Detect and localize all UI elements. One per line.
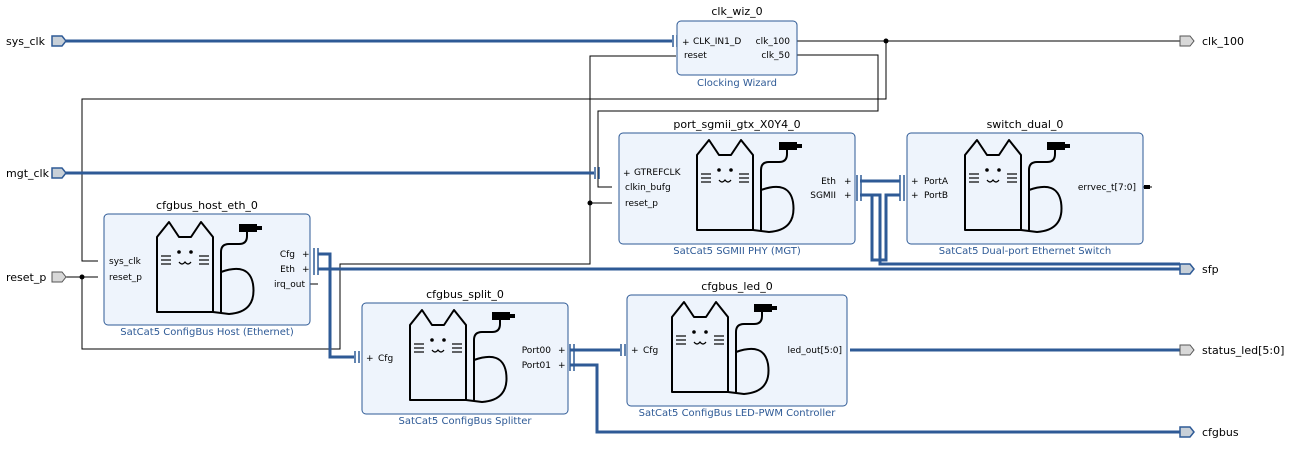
port-clk-100[interactable]: clk_100 — [1179, 35, 1244, 48]
svg-text:SatCat5 Dual-port Ethernet Swi: SatCat5 Dual-port Ethernet Switch — [939, 246, 1112, 257]
svg-text:+: + — [366, 354, 374, 364]
bus-portb — [870, 193, 900, 262]
wire-clk50-to-clkin-bufg — [597, 54, 879, 188]
block-cfgbus-host[interactable]: cfgbus_host_eth_0 sys_clk reset_p Cfg + … — [103, 199, 311, 338]
svg-text:Eth: Eth — [280, 265, 295, 275]
svg-text:clk_wiz_0: clk_wiz_0 — [711, 5, 762, 18]
block-sgmii-phy[interactable]: port_sgmii_gtx_X0Y4_0 + GTREFCLK clkin_b… — [618, 118, 856, 257]
svg-text:sys_clk: sys_clk — [6, 35, 46, 48]
svg-text:SatCat5 SGMII PHY (MGT): SatCat5 SGMII PHY (MGT) — [673, 246, 801, 257]
wire-reset — [66, 55, 676, 350]
svg-text:SGMII: SGMII — [810, 191, 836, 201]
svg-text:PortA: PortA — [924, 177, 949, 187]
port-status-led[interactable]: status_led[5:0] — [1179, 344, 1284, 357]
svg-text:+: + — [682, 38, 690, 48]
bus-host-cfg — [318, 252, 354, 359]
svg-text:CLK_IN1_D: CLK_IN1_D — [693, 37, 741, 47]
svg-text:irq_out: irq_out — [274, 280, 305, 290]
svg-text:SatCat5 ConfigBus Splitter: SatCat5 ConfigBus Splitter — [399, 416, 533, 427]
svg-text:mgt_clk: mgt_clk — [6, 167, 50, 180]
svg-text:+: + — [558, 361, 566, 371]
svg-text:Cfg: Cfg — [378, 354, 393, 364]
block-cfgbus-split[interactable]: cfgbus_split_0 + Cfg Port00 + Port01 + S… — [361, 288, 569, 427]
svg-text:sys_clk: sys_clk — [109, 257, 142, 267]
port-mgt-clk[interactable]: mgt_clk — [6, 167, 67, 180]
svg-text:clk_50: clk_50 — [761, 51, 790, 61]
bus-sgmii-to-sfp — [860, 193, 1180, 266]
svg-text:reset: reset — [684, 51, 707, 61]
svg-text:cfgbus_host_eth_0: cfgbus_host_eth_0 — [156, 199, 258, 212]
svg-text:+: + — [631, 346, 639, 356]
svg-text:Clocking Wizard: Clocking Wizard — [697, 78, 777, 89]
svg-text:SatCat5 ConfigBus LED-PWM Cont: SatCat5 ConfigBus LED-PWM Controller — [639, 408, 837, 419]
svg-text:cfgbus: cfgbus — [1202, 426, 1239, 439]
svg-text:clkin_bufg: clkin_bufg — [625, 183, 671, 193]
svg-text:+: + — [558, 346, 566, 356]
svg-text:cfgbus_split_0: cfgbus_split_0 — [426, 288, 504, 301]
svg-text:Port01: Port01 — [522, 361, 551, 371]
svg-text:Cfg: Cfg — [643, 346, 658, 356]
port-sys-clk[interactable]: sys_clk — [6, 35, 67, 48]
svg-text:+: + — [623, 169, 631, 179]
svg-text:status_led[5:0]: status_led[5:0] — [1202, 344, 1284, 357]
svg-text:Eth: Eth — [821, 177, 836, 187]
block-clk-wiz[interactable]: clk_wiz_0 + CLK_IN1_D reset clk_100 clk_… — [676, 5, 798, 89]
svg-text:+: + — [911, 177, 919, 187]
svg-text:SatCat5 ConfigBus Host (Ethern: SatCat5 ConfigBus Host (Ethernet) — [120, 327, 294, 338]
svg-text:cfgbus_led_0: cfgbus_led_0 — [701, 280, 772, 293]
svg-text:Cfg: Cfg — [280, 250, 295, 260]
port-cfgbus[interactable]: cfgbus — [1179, 426, 1239, 439]
port-sfp[interactable]: sfp — [1179, 263, 1219, 276]
block-cfgbus-led[interactable]: cfgbus_led_0 + Cfg led_out[5:0] SatCat5 … — [626, 280, 848, 419]
port-reset-p[interactable]: reset_p — [6, 271, 67, 284]
svg-text:GTREFCLK: GTREFCLK — [634, 168, 682, 178]
svg-text:reset_p: reset_p — [109, 273, 142, 283]
svg-text:errvec_t[7:0]: errvec_t[7:0] — [1078, 183, 1136, 193]
svg-text:PortB: PortB — [924, 191, 948, 201]
svg-text:+: + — [844, 177, 852, 187]
svg-text:+: + — [302, 265, 310, 275]
svg-text:reset_p: reset_p — [625, 199, 658, 209]
wire-clk100 — [797, 38, 1180, 44]
svg-text:Port00: Port00 — [522, 346, 552, 356]
wire-clk100-to-host-sysclk — [81, 41, 887, 262]
svg-text:sfp: sfp — [1202, 263, 1219, 276]
svg-text:+: + — [302, 250, 310, 260]
svg-text:+: + — [911, 191, 919, 201]
svg-text:reset_p: reset_p — [6, 271, 46, 284]
block-switch-dual[interactable]: switch_dual_0 + PortA + PortB errvec_t[7… — [906, 118, 1144, 257]
svg-text:clk_100: clk_100 — [756, 37, 791, 47]
svg-text:switch_dual_0: switch_dual_0 — [987, 118, 1064, 131]
svg-text:port_sgmii_gtx_X0Y4_0: port_sgmii_gtx_X0Y4_0 — [673, 118, 800, 131]
svg-text:+: + — [844, 191, 852, 201]
bus-port01-to-cfgbus — [570, 363, 1180, 434]
svg-text:clk_100: clk_100 — [1202, 35, 1244, 48]
svg-text:led_out[5:0]: led_out[5:0] — [788, 346, 843, 356]
